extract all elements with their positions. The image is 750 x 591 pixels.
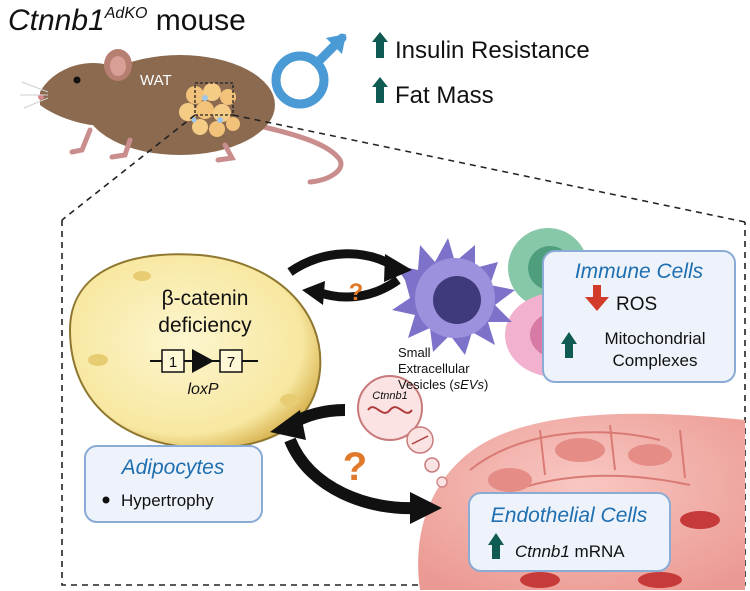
mouse-illustration: WAT <box>20 49 344 185</box>
endothelial-box-title: Endothelial Cells <box>491 504 648 527</box>
title-gene: Ctnnb1 <box>8 4 105 37</box>
macrophage-cell <box>392 238 515 355</box>
immune-item-mito-line2: Complexes <box>612 351 697 370</box>
title-suffix: mouse <box>147 4 245 37</box>
mouse-body <box>85 55 275 155</box>
immune-cells-box: Immune Cells ROS Mitochondrial Complexes <box>542 250 736 383</box>
sev-label: Small Extracellular Vesicles (sEVs) <box>398 345 488 392</box>
down-arrow-icon <box>585 285 609 311</box>
mouse-whiskers <box>20 81 49 109</box>
adipocytes-box-title: Adipocytes <box>120 456 225 479</box>
arrow-to-adipocyte-icon <box>302 281 325 305</box>
phenotype-list: Insulin Resistance Fat Mass <box>372 32 590 109</box>
sev-vesicle-tiny <box>436 476 448 488</box>
adipocyte-cell: β-catenin deficiency 1 7 loxP <box>68 253 322 450</box>
adipocytes-bullet-hypertrophy: Hypertrophy <box>121 491 214 510</box>
adipocyte-line2: deficiency <box>158 314 252 337</box>
exon-right-label: 7 <box>227 354 235 371</box>
sev-label-line3: Vesicles (sEVs) <box>398 377 488 392</box>
arrow-to-endothelial-icon <box>410 492 442 524</box>
immune-crosstalk-arrows: ? <box>287 249 412 306</box>
title: Ctnnb1AdKO mouse <box>8 4 246 37</box>
endothelial-crosstalk-arrows: ? <box>270 404 442 524</box>
wat-fat-cluster <box>179 83 240 137</box>
adipocyte-line1: β-catenin <box>162 287 249 310</box>
mouse-tail <box>252 122 344 185</box>
up-arrow-icon <box>372 32 388 58</box>
mouse-hind-leg <box>215 142 236 163</box>
bullet-icon <box>102 496 110 504</box>
mrna-icon <box>367 406 413 414</box>
exon-box-right <box>219 349 243 373</box>
red-blood-cell <box>520 572 560 588</box>
wat-label: WAT <box>140 72 172 89</box>
up-arrow-icon <box>488 533 504 559</box>
phenotype-item-insulin: Insulin Resistance <box>395 37 590 64</box>
loxp-construct: 1 7 loxP <box>150 349 258 398</box>
endothelial-cells-box: Endothelial Cells Ctnnb1 mRNA <box>468 492 671 572</box>
title-superscript: AdKO <box>104 5 148 22</box>
immune-item-mito-line1: Mitochondrial <box>604 329 705 348</box>
mouse-eye <box>73 76 81 84</box>
loxp-triangle-icon <box>192 349 214 373</box>
sev-vesicle-large <box>357 375 423 441</box>
arrow-to-immune-icon <box>384 254 412 282</box>
endothelial-item-mrna: Ctnnb1 mRNA <box>515 542 625 561</box>
immune-item-ros: ROS <box>616 294 657 315</box>
sev-vesicle-small <box>424 457 440 473</box>
exon-left-label: 1 <box>169 354 177 371</box>
question-mark-endothelial: ? <box>343 445 367 489</box>
red-blood-cell <box>638 572 682 588</box>
up-arrow-icon <box>372 77 388 103</box>
loxp-label: loxP <box>187 381 218 398</box>
sev-label-line2: Extracellular <box>398 361 470 376</box>
exon-box-left <box>161 349 185 373</box>
sev-cargo-label: Ctnnb1 <box>372 390 407 402</box>
red-blood-cell <box>680 511 720 529</box>
mouse-front-leg <box>69 127 93 155</box>
sev-label-line1: Small <box>398 345 431 360</box>
male-symbol-icon <box>271 33 347 109</box>
sev-vesicles: Ctnnb1 <box>357 375 448 488</box>
phenotype-item-fat-mass: Fat Mass <box>395 82 494 109</box>
mouse-head <box>40 63 125 127</box>
zoom-connector <box>61 114 746 586</box>
up-arrow-icon <box>561 332 577 358</box>
adipocytes-box: Adipocytes Hypertrophy <box>84 445 263 523</box>
arrow-to-adipocyte-icon <box>270 410 306 440</box>
question-mark-immune: ? <box>349 279 364 306</box>
immune-box-title: Immune Cells <box>575 260 704 283</box>
